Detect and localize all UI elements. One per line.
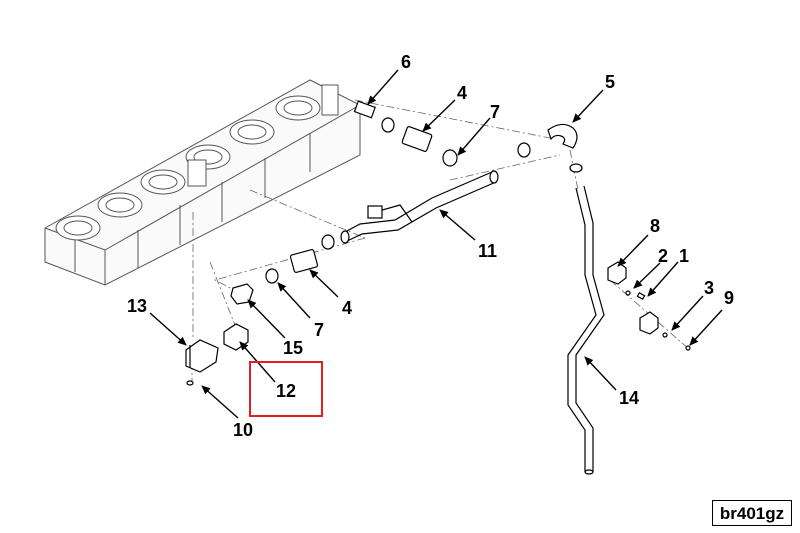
leader-14 [584,356,617,391]
elbow-fitting-5 [547,123,578,149]
leader-8 [617,234,649,267]
callout-14: 14 [619,388,639,408]
leader-9 [689,309,723,346]
callout-5: 5 [605,72,615,92]
leader-1 [647,261,679,297]
tube-14 [567,185,605,475]
upper-fitting-chain [353,100,531,167]
leader-7a [457,117,491,156]
callout-8: 8 [650,216,660,236]
callout-10: 10 [233,420,253,440]
callout-12-highlight-box [249,361,323,417]
callout-15: 15 [283,338,303,358]
engine-block [44,79,361,286]
leader-4b [309,269,339,298]
clamp-assembly [185,323,249,386]
leader-15 [247,299,286,339]
callout-13: 13 [127,296,147,316]
leader-6 [367,69,399,105]
callout-labels: 6 4 7 5 11 8 2 1 3 9 13 4 7 15 12 14 10 [127,52,734,440]
leader-3 [671,295,704,331]
reference-code-label: br401gz [712,500,792,526]
leader-5 [572,89,604,123]
tube-11 [340,170,499,244]
leader-7b [277,282,311,319]
leader-2 [633,262,661,289]
callout-7a: 7 [490,102,500,122]
elbow-end-cap [569,163,583,173]
callout-7b: 7 [314,320,324,340]
lower-fitting-chain [230,234,335,305]
callout-2: 2 [658,246,668,266]
leader-13 [149,312,187,346]
leader-10 [201,385,239,419]
callout-11: 11 [478,241,497,261]
leader-4a [422,99,456,132]
callout-1: 1 [679,246,689,266]
callout-9: 9 [724,288,734,308]
callout-4a: 4 [457,83,467,103]
hardware-bracket [607,261,691,351]
callout-12: 12 [276,381,296,401]
callout-4b: 4 [342,298,352,318]
leader-11 [439,209,476,241]
callout-3: 3 [704,278,714,298]
leader-arrows [149,69,723,419]
callout-6: 6 [401,52,411,72]
